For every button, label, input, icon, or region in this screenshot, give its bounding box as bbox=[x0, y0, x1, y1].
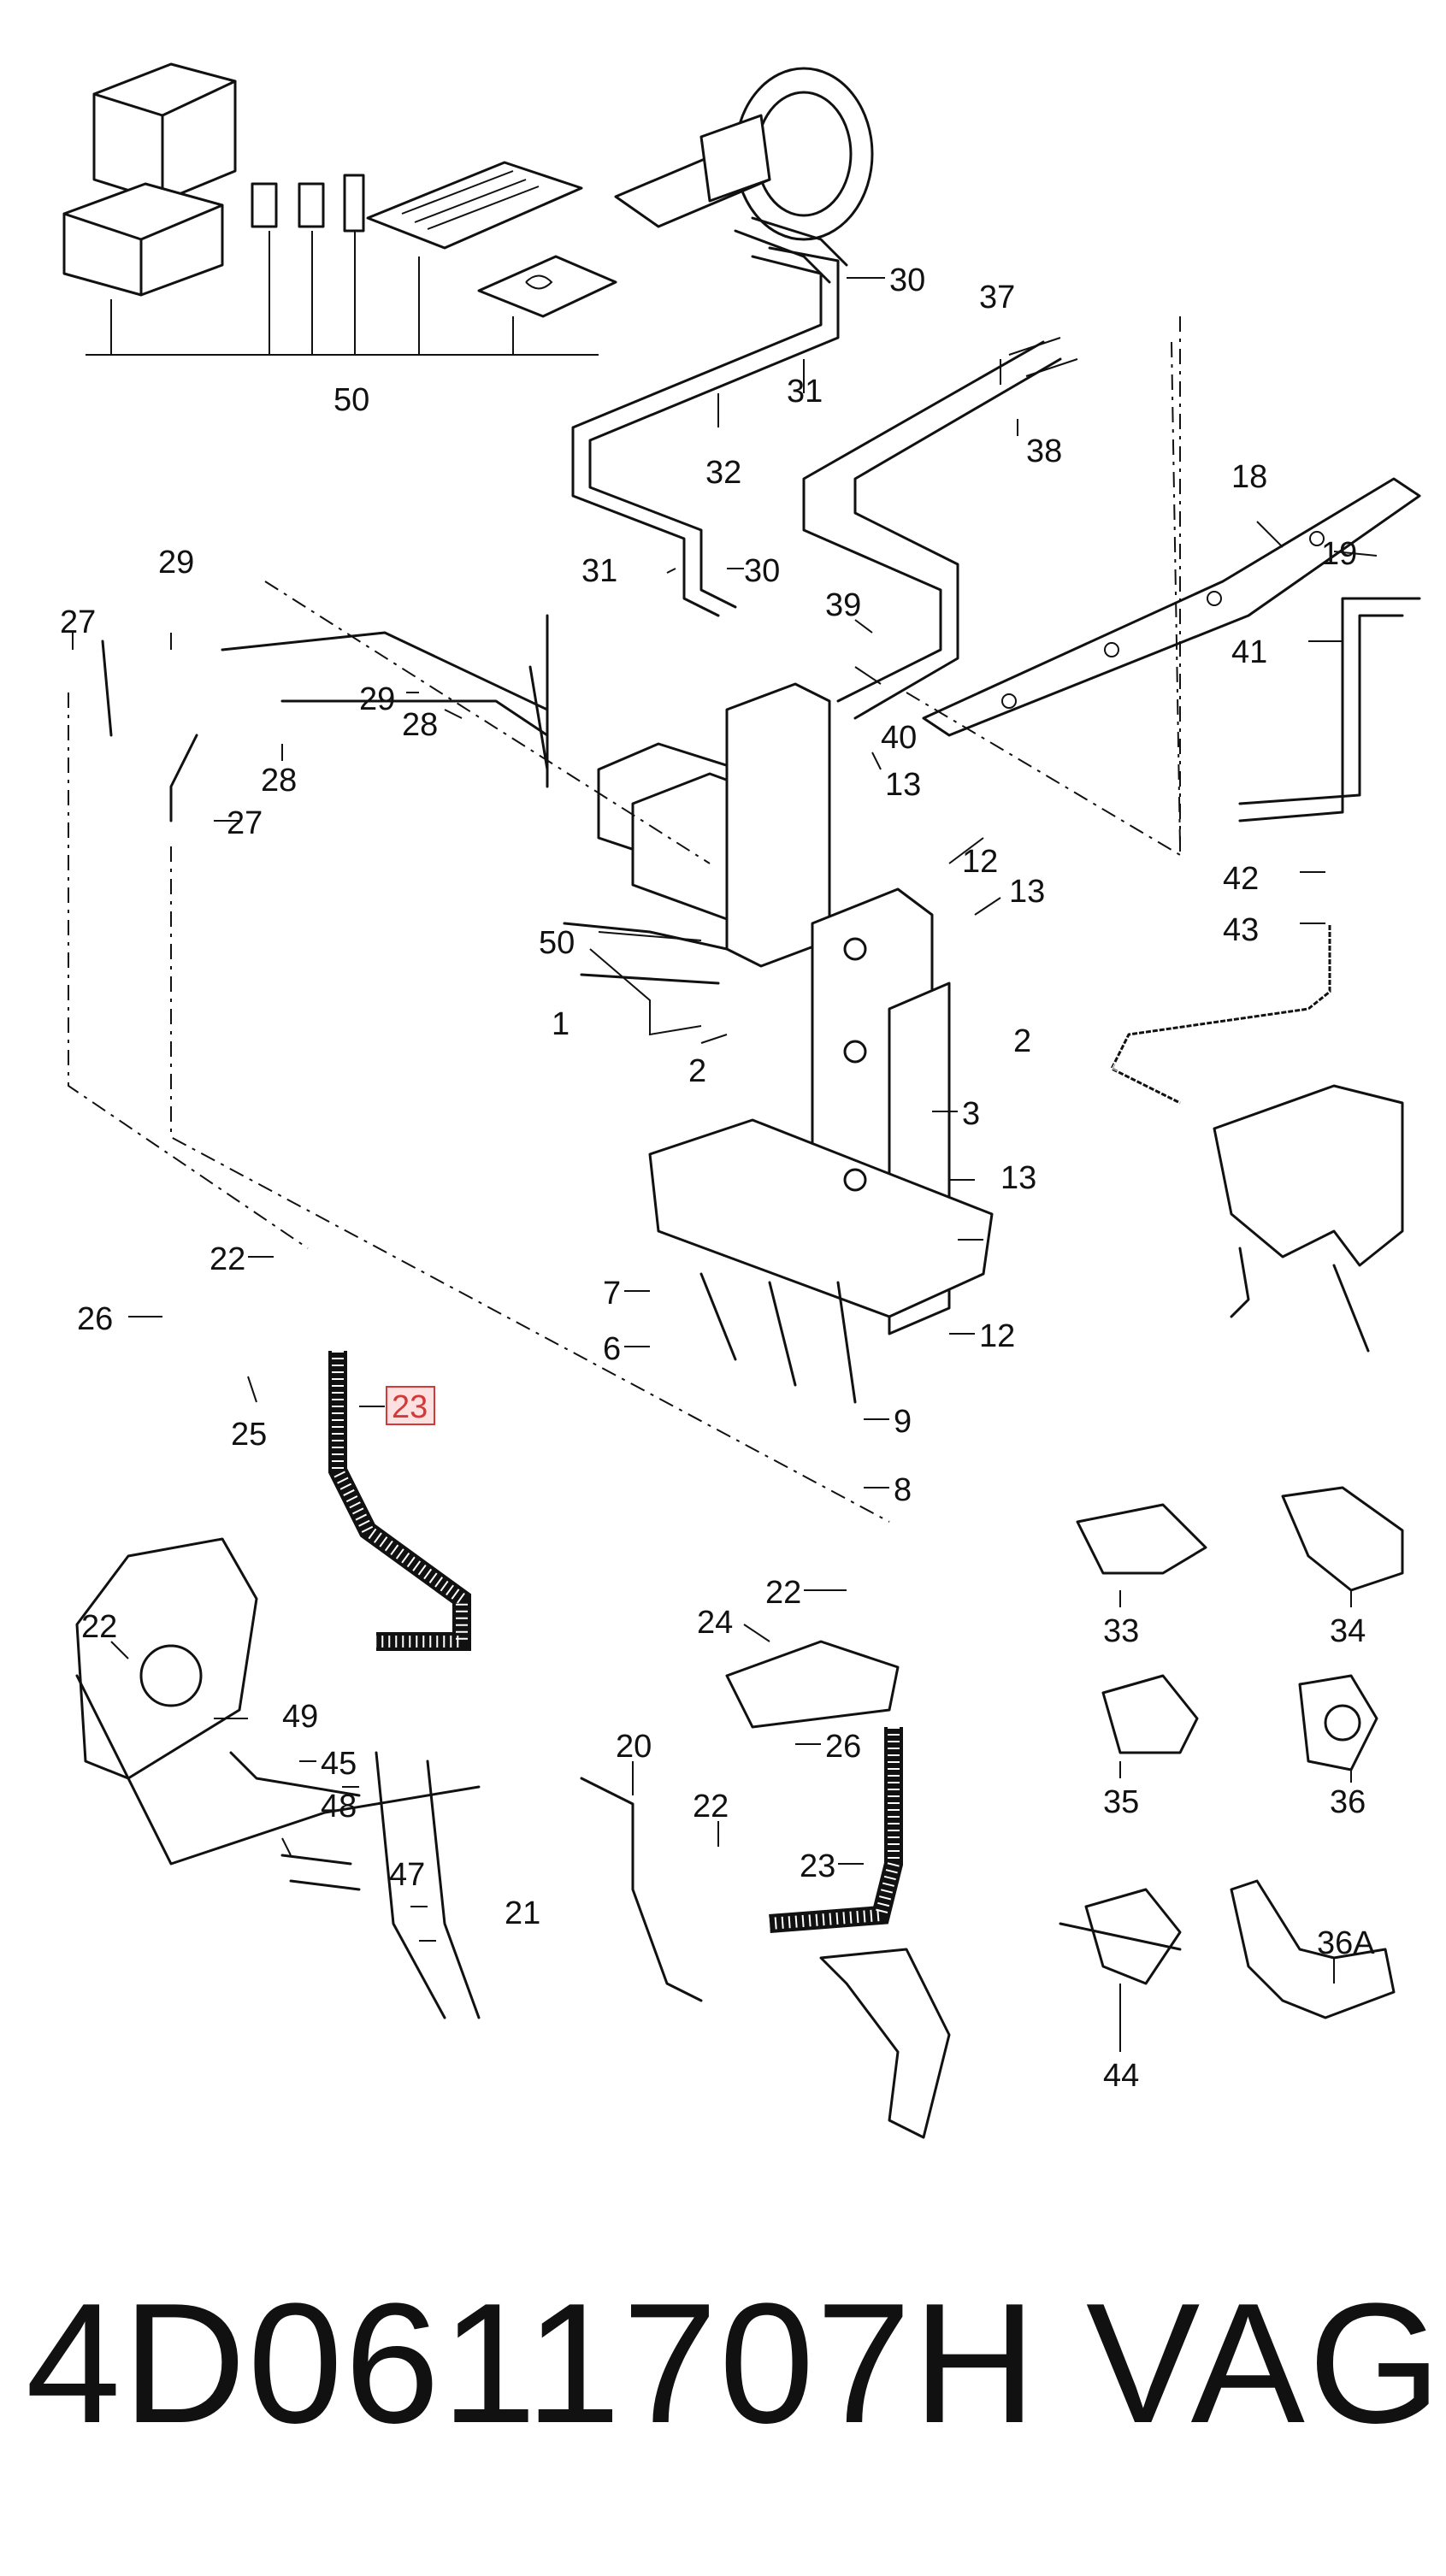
callout-label: 18 bbox=[1231, 459, 1267, 495]
callout-label: 50 bbox=[539, 925, 575, 961]
callout-label: 36 bbox=[1330, 1784, 1366, 1820]
callout-label: 37 bbox=[979, 280, 1015, 315]
callout-label: 29 bbox=[359, 681, 395, 717]
callout-label: 30 bbox=[744, 553, 780, 589]
leader-lines bbox=[72, 277, 1378, 2052]
callout-label: 32 bbox=[705, 455, 741, 491]
callout-label: 8 bbox=[894, 1472, 912, 1508]
left-brake-hose-drawing bbox=[328, 1351, 471, 1651]
callout-label: 23 bbox=[800, 1848, 835, 1884]
callout-label: 27 bbox=[60, 604, 96, 640]
callout-label: 38 bbox=[1026, 433, 1062, 469]
callout-label: 42 bbox=[1223, 861, 1259, 897]
callout-label: 3 bbox=[962, 1096, 980, 1132]
callout-label: 39 bbox=[825, 587, 861, 623]
callout-label: 43 bbox=[1223, 912, 1259, 948]
callout-label: 13 bbox=[885, 767, 921, 803]
mounting-bracket-drawing bbox=[648, 887, 994, 1404]
callout-label: 12 bbox=[962, 844, 998, 880]
brake-line-exploded-diagram: 50 30 31 32 37 38 18 19 29 27 31 30 28 2… bbox=[60, 62, 1421, 2139]
highlighted-callout-box bbox=[386, 1386, 435, 1425]
callout-label: 12 bbox=[979, 1318, 1015, 1354]
callout-label: 33 bbox=[1103, 1613, 1139, 1649]
callout-label: 29 bbox=[158, 545, 194, 581]
callout-label: 30 bbox=[889, 262, 925, 298]
master-cylinder-drawing bbox=[614, 67, 874, 284]
callout-label: 49 bbox=[282, 1699, 318, 1735]
left-caliper-drawing bbox=[75, 1537, 481, 2019]
callout-label: 13 bbox=[1000, 1160, 1036, 1196]
callout-label: 31 bbox=[787, 374, 823, 410]
callout-label: 2 bbox=[688, 1053, 706, 1089]
callout-label: 24 bbox=[697, 1605, 733, 1641]
callout-label: 35 bbox=[1103, 1784, 1139, 1820]
callout-label: 13 bbox=[1009, 874, 1045, 910]
callout-label: 22 bbox=[81, 1609, 117, 1645]
callout-label: 7 bbox=[603, 1276, 621, 1312]
callout-label: 44 bbox=[1103, 2058, 1139, 2094]
callout-label: 45 bbox=[321, 1746, 357, 1782]
frame-rail-drawing bbox=[906, 316, 1421, 856]
callout-label: 21 bbox=[505, 1895, 540, 1931]
callout-label: 28 bbox=[402, 707, 438, 743]
callout-label: 22 bbox=[210, 1241, 245, 1277]
callout-label: 9 bbox=[894, 1404, 912, 1440]
callout-label: 26 bbox=[825, 1729, 861, 1765]
callout-label: 20 bbox=[616, 1729, 652, 1765]
callout-label: 19 bbox=[1321, 536, 1357, 572]
brake-pipes-top bbox=[68, 246, 1421, 1523]
callout-label: 6 bbox=[603, 1331, 621, 1367]
callout-label: 22 bbox=[765, 1575, 801, 1611]
callout-label: 31 bbox=[581, 553, 617, 589]
callout-label: 41 bbox=[1231, 634, 1267, 670]
callout-label: 36A bbox=[1317, 1925, 1375, 1961]
callout-label: 28 bbox=[261, 763, 297, 799]
right-brake-hose-drawing bbox=[1103, 923, 1404, 1353]
callout-labels: 50 30 31 32 37 38 18 19 29 27 31 30 28 2… bbox=[60, 262, 1375, 2094]
callout-label: 27 bbox=[227, 805, 263, 841]
callout-label: 22 bbox=[693, 1789, 729, 1824]
clip-parts-drawing bbox=[1059, 1486, 1404, 2019]
callout-label: 26 bbox=[77, 1301, 113, 1337]
abs-control-unit-drawing bbox=[62, 62, 617, 356]
callout-label: 2 bbox=[1013, 1023, 1031, 1059]
callout-label: 40 bbox=[881, 720, 917, 756]
callout-label: 1 bbox=[552, 1006, 570, 1042]
highlighted-callout-label: 23 bbox=[392, 1389, 428, 1425]
callout-label: 50 bbox=[333, 382, 369, 418]
part-number: 4D0611707H bbox=[26, 2268, 1038, 2459]
callout-label: 25 bbox=[231, 1417, 267, 1453]
callout-label: 48 bbox=[321, 1789, 357, 1824]
hydraulic-unit-drawing bbox=[563, 682, 831, 1036]
brand-name: VAG bbox=[1086, 2268, 1445, 2459]
callout-label: 34 bbox=[1330, 1613, 1366, 1649]
lower-brake-hose-drawing bbox=[580, 1640, 951, 2139]
callout-label: 47 bbox=[389, 1857, 425, 1893]
